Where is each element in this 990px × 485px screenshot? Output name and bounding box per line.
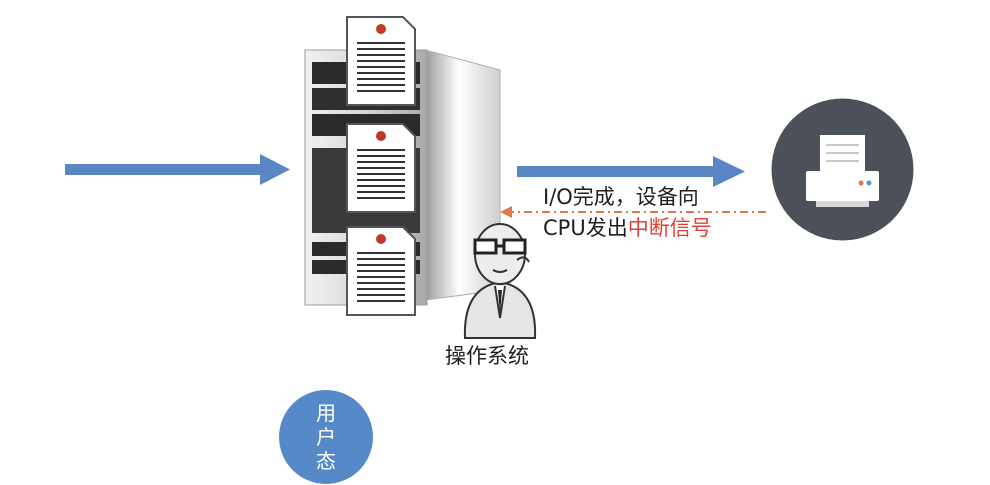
output-arrow — [517, 156, 745, 187]
printer-icon — [770, 97, 915, 242]
user-mode-badge: 用 户 态 — [279, 390, 373, 484]
interrupt-caption-prefix: CPU发出 — [543, 216, 628, 240]
input-arrow — [65, 154, 290, 185]
user-mode-char: 态 — [316, 449, 336, 473]
document-icon — [346, 226, 416, 316]
interrupt-caption-line1: I/O完成，设备向 — [543, 185, 699, 209]
interrupt-caption-text: I/O完成，设备向 — [543, 185, 699, 209]
user-mode-char: 户 — [316, 425, 336, 449]
document-icon — [346, 16, 416, 106]
os-label: 操作系统 — [445, 344, 529, 368]
interrupt-caption-line2: CPU发出中断信号 — [543, 216, 712, 240]
document-icon — [346, 123, 416, 213]
user-mode-char: 用 — [316, 401, 336, 425]
interrupt-arrow — [500, 206, 766, 218]
interrupt-signal-highlight: 中断信号 — [627, 216, 712, 240]
os-figure-icon — [455, 218, 545, 340]
